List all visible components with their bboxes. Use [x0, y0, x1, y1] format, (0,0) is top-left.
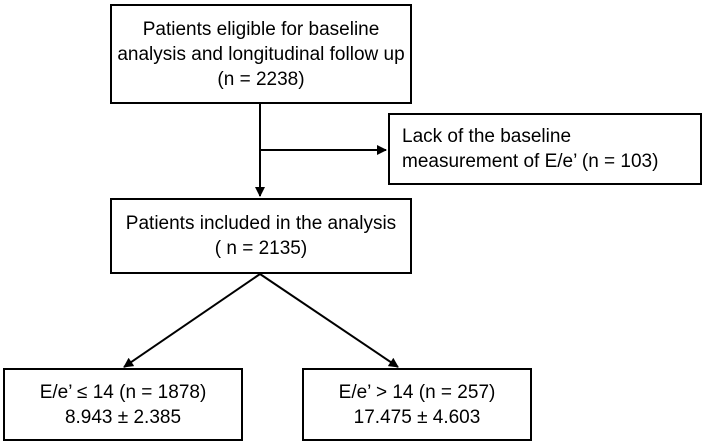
high-group-value: 17.475 ± 4.603 [353, 406, 481, 428]
arrow-to-low-group [123, 273, 261, 368]
arrow-to-high-group [259, 273, 399, 368]
high-group-label: E/e’ > 14 (n = 257) [338, 381, 496, 403]
included-line-1: Patients included in the analysis [125, 213, 397, 234]
low-ratio-group-box: E/e’ ≤ 14 (n = 1878) 8.943 ± 2.385 [3, 368, 243, 441]
eligible-patients-box: Patients eligible for baseline analysis … [110, 4, 412, 104]
eligible-line-2: analysis and longitudinal follow up [117, 43, 405, 65]
high-ratio-group-box: E/e’ > 14 (n = 257) 17.475 ± 4.603 [302, 368, 532, 441]
low-group-value: 8.943 ± 2.385 [64, 406, 182, 428]
excluded-patients-box: Lack of the baseline measurement of E/e’… [388, 113, 702, 185]
included-patients-box: Patients included in the analysis ( n = … [110, 198, 412, 274]
eligible-count: (n = 2238) [217, 68, 305, 90]
included-count: ( n = 2135) [214, 238, 308, 259]
low-group-label: E/e’ ≤ 14 (n = 1878) [39, 381, 207, 403]
eligible-line-1: Patients eligible for baseline [142, 18, 380, 40]
excluded-line-1: Lack of the baseline [402, 126, 572, 147]
excluded-line-2: measurement of E/e’ (n = 103) [402, 151, 659, 172]
